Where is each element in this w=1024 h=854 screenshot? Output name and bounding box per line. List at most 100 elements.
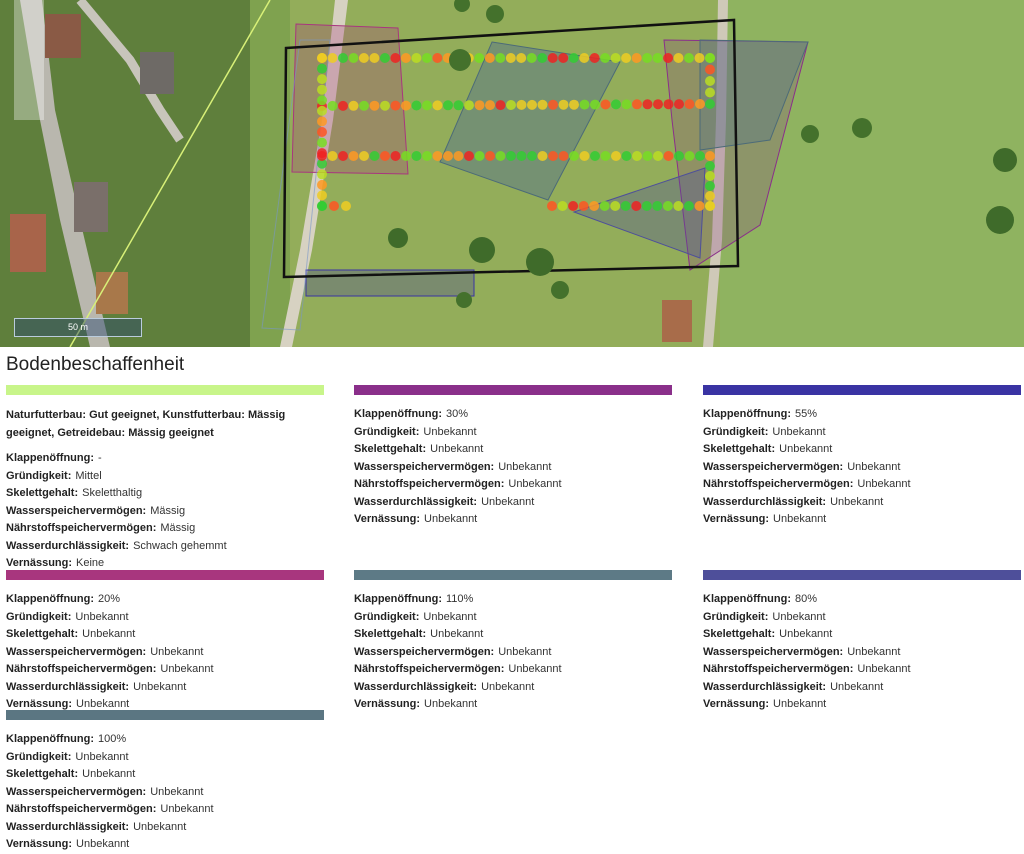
measurement-point[interactable] xyxy=(495,53,506,63)
measurement-point[interactable] xyxy=(590,151,600,161)
measurement-point[interactable] xyxy=(652,53,663,63)
measurement-point[interactable] xyxy=(579,151,590,161)
measurement-point[interactable] xyxy=(652,201,663,211)
measurement-point[interactable] xyxy=(705,151,715,161)
measurement-point[interactable] xyxy=(506,151,516,161)
measurement-point[interactable] xyxy=(422,151,432,161)
measurement-point[interactable] xyxy=(380,100,390,111)
measurement-point[interactable] xyxy=(663,99,674,110)
measurement-point[interactable] xyxy=(516,53,527,63)
measurement-point[interactable] xyxy=(705,171,715,181)
measurement-point[interactable] xyxy=(317,105,327,116)
measurement-point[interactable] xyxy=(327,151,338,161)
measurement-point[interactable] xyxy=(663,53,674,63)
measurement-point[interactable] xyxy=(359,151,369,161)
measurement-point[interactable] xyxy=(338,100,348,111)
measurement-point[interactable] xyxy=(317,190,327,201)
measurement-point[interactable] xyxy=(348,100,359,111)
measurement-point[interactable] xyxy=(632,151,642,161)
measurement-point[interactable] xyxy=(590,99,600,110)
measurement-point[interactable] xyxy=(506,100,516,110)
measurement-point[interactable] xyxy=(537,151,548,161)
measurement-point[interactable] xyxy=(558,53,569,63)
measurement-point[interactable] xyxy=(422,100,432,111)
measurement-point[interactable] xyxy=(432,53,443,63)
measurement-point[interactable] xyxy=(557,201,568,211)
measurement-point[interactable] xyxy=(527,151,537,161)
measurement-point[interactable] xyxy=(359,100,369,111)
measurement-point[interactable] xyxy=(642,151,653,161)
measurement-point[interactable] xyxy=(358,53,369,63)
measurement-point[interactable] xyxy=(317,53,327,63)
measurement-point[interactable] xyxy=(401,100,411,111)
measurement-point[interactable] xyxy=(705,64,715,75)
measurement-point[interactable] xyxy=(568,201,579,211)
map-control-panel[interactable] xyxy=(14,0,44,120)
measurement-point[interactable] xyxy=(317,127,327,137)
measurement-point[interactable] xyxy=(317,95,327,106)
measurement-point[interactable] xyxy=(705,191,715,201)
measurement-point[interactable] xyxy=(547,53,558,63)
measurement-point[interactable] xyxy=(568,53,579,63)
measurement-point[interactable] xyxy=(327,100,338,111)
measurement-point[interactable] xyxy=(705,181,715,191)
measurement-point[interactable] xyxy=(642,99,653,110)
measurement-point[interactable] xyxy=(695,99,705,109)
measurement-point[interactable] xyxy=(443,151,453,161)
measurement-point[interactable] xyxy=(674,99,684,110)
measurement-point[interactable] xyxy=(485,100,495,111)
measurement-point[interactable] xyxy=(705,99,715,109)
measurement-point[interactable] xyxy=(548,99,558,110)
measurement-point[interactable] xyxy=(338,151,348,161)
measurement-point[interactable] xyxy=(600,151,611,161)
measurement-point[interactable] xyxy=(327,53,338,63)
measurement-point[interactable] xyxy=(485,151,495,161)
measurement-point[interactable] xyxy=(694,53,705,63)
measurement-point[interactable] xyxy=(411,53,422,63)
measurement-point[interactable] xyxy=(684,53,694,63)
measurement-point[interactable] xyxy=(694,201,705,211)
measurement-point[interactable] xyxy=(600,99,611,110)
measurement-point[interactable] xyxy=(611,99,621,110)
aerial-map[interactable]: 50 m xyxy=(0,0,1024,347)
measurement-point[interactable] xyxy=(317,151,327,161)
measurement-point[interactable] xyxy=(380,151,390,161)
measurement-point[interactable] xyxy=(548,151,558,161)
measurement-point[interactable] xyxy=(411,151,422,161)
measurement-point[interactable] xyxy=(474,100,485,111)
measurement-point[interactable] xyxy=(527,99,537,110)
measurement-point[interactable] xyxy=(526,53,537,63)
measurement-point[interactable] xyxy=(348,151,359,161)
measurement-point[interactable] xyxy=(369,53,380,63)
measurement-point[interactable] xyxy=(390,100,401,111)
measurement-point[interactable] xyxy=(411,100,422,111)
measurement-point[interactable] xyxy=(432,151,443,161)
measurement-point[interactable] xyxy=(443,100,453,111)
measurement-point[interactable] xyxy=(569,99,579,110)
measurement-point[interactable] xyxy=(317,169,327,180)
measurement-point[interactable] xyxy=(453,151,464,161)
measurement-point[interactable] xyxy=(662,201,673,211)
measurement-point[interactable] xyxy=(547,201,557,211)
measurement-point[interactable] xyxy=(516,99,527,110)
measurement-point[interactable] xyxy=(464,151,474,161)
measurement-point[interactable] xyxy=(338,53,348,63)
measurement-point[interactable] xyxy=(621,151,632,161)
measurement-point[interactable] xyxy=(558,99,569,110)
measurement-point[interactable] xyxy=(464,100,474,111)
measurement-point[interactable] xyxy=(705,87,715,98)
soil-polygon-80[interactable] xyxy=(572,167,706,259)
measurement-point[interactable] xyxy=(516,151,527,161)
measurement-points[interactable] xyxy=(317,53,715,211)
measurement-point[interactable] xyxy=(620,201,631,211)
measurement-point[interactable] xyxy=(474,53,485,63)
measurement-point[interactable] xyxy=(317,137,327,148)
measurement-point[interactable] xyxy=(653,151,663,161)
measurement-point[interactable] xyxy=(705,201,715,211)
measurement-point[interactable] xyxy=(673,201,684,211)
measurement-point[interactable] xyxy=(683,201,694,211)
measurement-point[interactable] xyxy=(589,201,600,211)
measurement-point[interactable] xyxy=(705,53,715,63)
measurement-point[interactable] xyxy=(317,63,327,74)
measurement-point[interactable] xyxy=(621,99,632,110)
